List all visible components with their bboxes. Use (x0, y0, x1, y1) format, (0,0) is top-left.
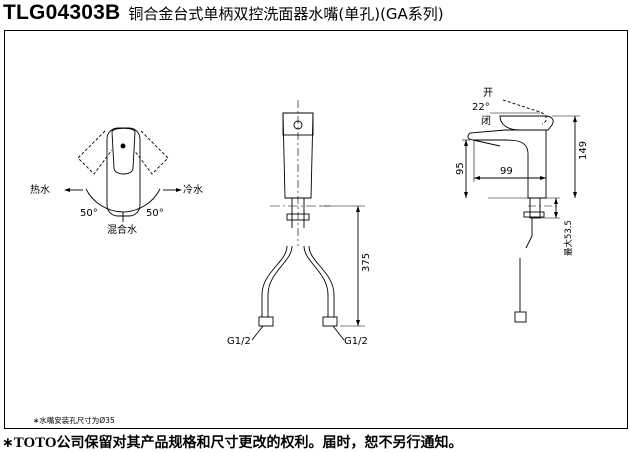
max-deck-label: 最大53.5 (563, 220, 574, 256)
hot-arrowhead (64, 188, 70, 192)
arrow-99-left (474, 176, 480, 180)
side-handle-closed (499, 115, 554, 131)
front-hose-right-outer (308, 245, 335, 317)
top-view-pin (120, 143, 126, 149)
front-view (251, 100, 365, 341)
side-nut (523, 211, 545, 218)
top-view (68, 127, 178, 222)
height-375-label: 375 (361, 253, 372, 272)
angle-arc-right (122, 188, 161, 213)
mixed-water-label: 混合水 (107, 223, 137, 236)
top-view-body (106, 127, 141, 217)
side-hose-top (525, 218, 533, 249)
arrow-535-bottom (554, 212, 558, 218)
open-label: 开 (483, 88, 493, 99)
product-name: 铜合金台式单柄双控洗面器水嘴(单孔)(GA系列) (128, 5, 444, 23)
disclaimer-text: 公司保留对其产品规格和尺寸更改的权利。届时，恕不另行通知。 (56, 435, 463, 451)
inlet-right-label: G1/2 (344, 336, 368, 347)
angle-right-label: 50° (146, 208, 164, 219)
front-hose-right (303, 245, 329, 317)
cold-water-label: 冷水 (183, 183, 203, 196)
front-handle (282, 112, 314, 136)
leader-right (332, 325, 345, 341)
arrow-99-right (540, 176, 546, 180)
arrow-535-top (554, 198, 558, 204)
arrow-95-top (464, 140, 468, 146)
front-hose-left-outer (261, 245, 288, 317)
total-height-label: 149 (578, 141, 589, 160)
spout-height-label: 95 (455, 162, 466, 175)
front-nut (286, 213, 310, 221)
hole-size-note: ∗水嘴安装孔尺寸为Ø35 (33, 416, 115, 425)
handle-angle-label: 22° (472, 102, 490, 113)
front-hose-left (267, 245, 293, 317)
cold-arrowhead (176, 188, 182, 192)
arrow-375-bottom (356, 320, 360, 326)
side-shank (529, 197, 541, 219)
drawing-frame (4, 30, 628, 429)
brand-name: TOTO (13, 435, 57, 451)
spout-reach-label: 99 (500, 166, 513, 177)
top-view-handle (111, 127, 136, 175)
inlet-left-label: G1/2 (227, 336, 251, 347)
angle-left-label: 50° (80, 208, 98, 219)
side-body (467, 129, 547, 199)
arrow-149-top (573, 116, 577, 122)
side-spout-underside (472, 139, 501, 147)
hot-water-label: 热水 (30, 183, 50, 196)
hot-position-outline (77, 130, 113, 175)
arrow-375-top (356, 206, 360, 212)
side-inlet-fitting (514, 311, 527, 323)
inlet-fitting-right (322, 316, 338, 327)
arrow-95-bottom (464, 192, 468, 198)
footer-asterisk: ∗ (2, 435, 14, 451)
inlet-fitting-left (258, 316, 274, 327)
cold-position-outline (133, 130, 169, 175)
front-handle-cap (293, 120, 303, 130)
side-view (462, 99, 580, 323)
model-number: TLG04303B (3, 1, 121, 24)
arrow-149-bottom (573, 192, 577, 198)
side-handle-open (502, 99, 547, 125)
close-label: 闭 (481, 114, 491, 127)
leader-left (251, 325, 264, 341)
angle-arc-left (85, 188, 124, 213)
footer-disclaimer: ∗TOTO公司保留对其产品规格和尺寸更改的权利。届时，恕不另行通知。 (2, 432, 463, 452)
title-bar: TLG04303B 铜合金台式单柄双控洗面器水嘴(单孔)(GA系列) (3, 1, 444, 31)
